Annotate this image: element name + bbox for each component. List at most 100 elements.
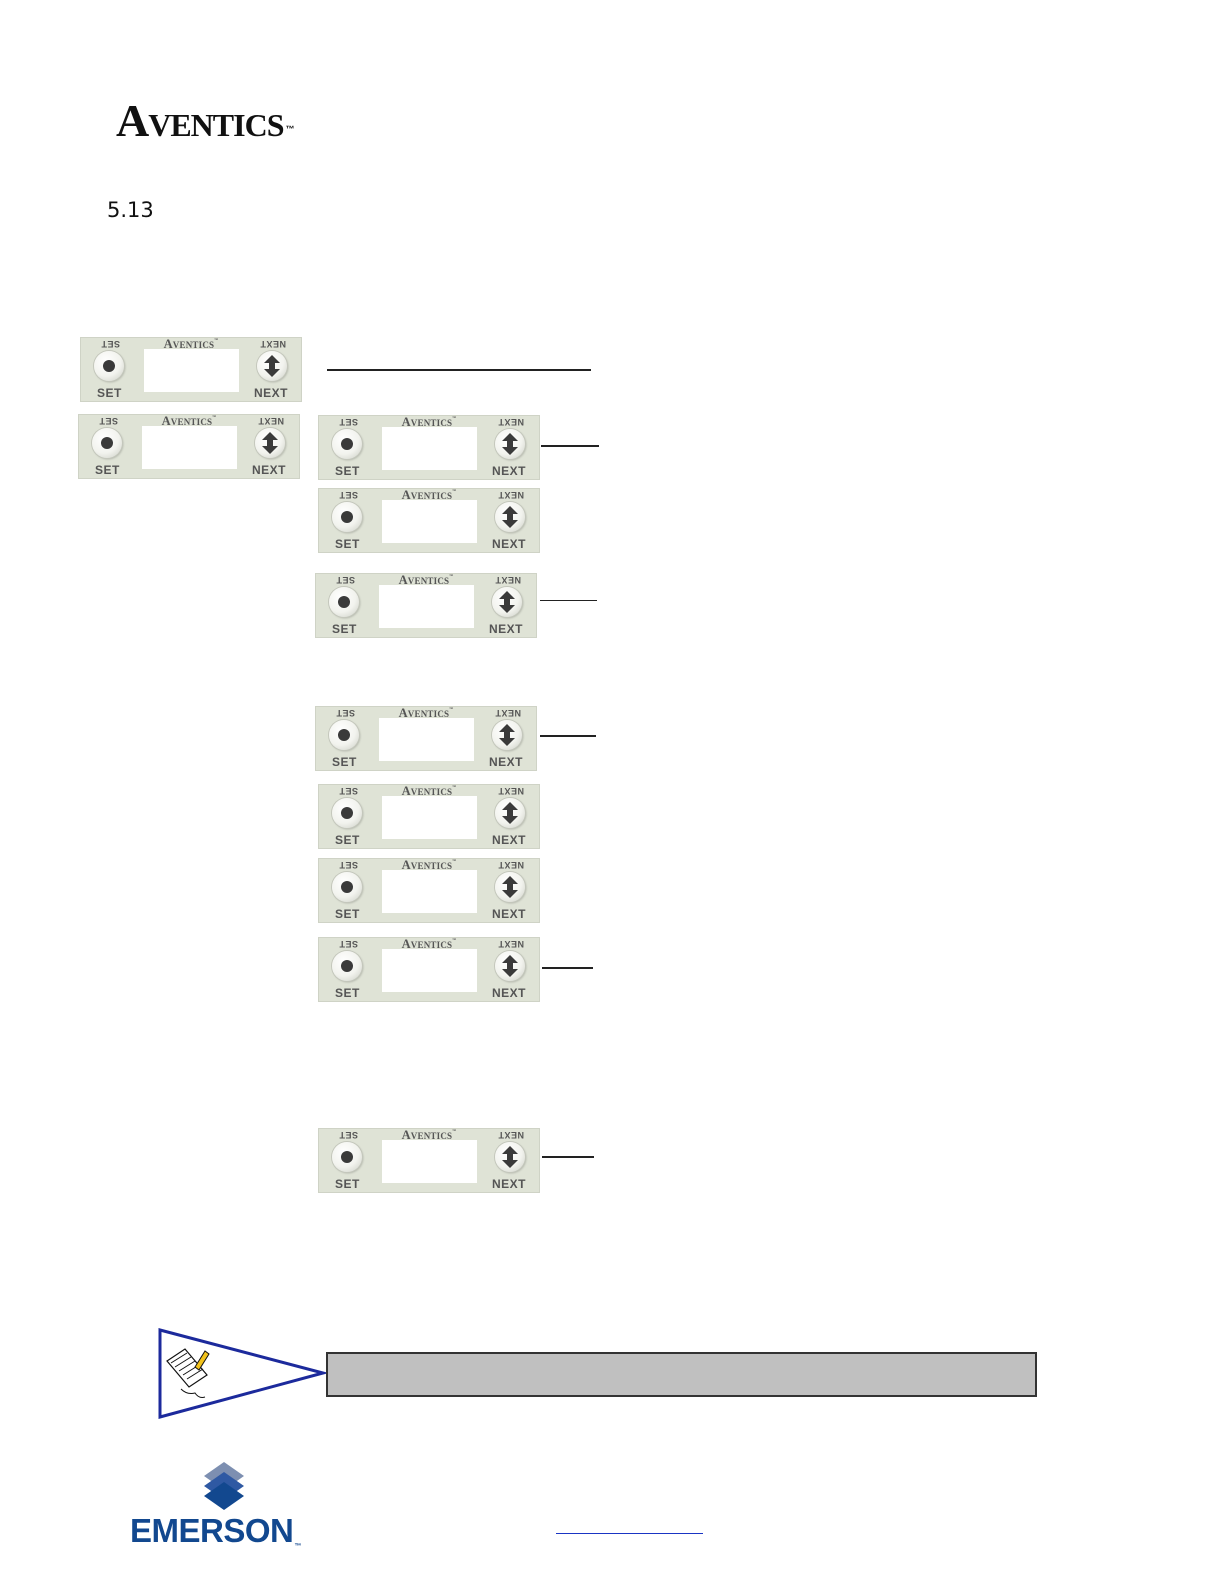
set-dot-icon bbox=[103, 360, 115, 372]
display-panel-d7: SET Aventics™ NEXT SET NEXT bbox=[318, 784, 540, 849]
panel-brand: Aventics™ bbox=[401, 1128, 457, 1142]
set-dot-icon bbox=[338, 596, 350, 608]
next-button[interactable] bbox=[257, 351, 287, 381]
emerson-emblem-icon bbox=[204, 1462, 244, 1510]
panel-brand: Aventics™ bbox=[163, 337, 219, 351]
display-screen bbox=[382, 427, 477, 470]
display-screen bbox=[382, 796, 477, 839]
next-button[interactable] bbox=[495, 951, 525, 981]
set-button[interactable] bbox=[332, 1142, 362, 1172]
next-button[interactable] bbox=[495, 502, 525, 532]
panel-brand: Aventics™ bbox=[401, 415, 457, 429]
next-label: NEXT bbox=[492, 537, 527, 551]
up-down-arrow-icon bbox=[262, 432, 278, 454]
display-panel-d5: SET Aventics™ NEXT SET NEXT bbox=[315, 573, 537, 638]
panel-brand: Aventics™ bbox=[398, 573, 454, 587]
up-down-arrow-icon bbox=[502, 876, 518, 898]
panel-brand: Aventics™ bbox=[401, 488, 457, 502]
next-label: NEXT bbox=[252, 463, 287, 477]
display-screen bbox=[382, 870, 477, 913]
up-down-arrow-icon bbox=[499, 724, 515, 746]
next-label: NEXT bbox=[492, 833, 527, 847]
next-button[interactable] bbox=[495, 429, 525, 459]
display-panel-d8: SET Aventics™ NEXT SET NEXT bbox=[318, 858, 540, 923]
next-label: NEXT bbox=[492, 907, 527, 921]
up-down-arrow-icon bbox=[499, 591, 515, 613]
set-label: SET bbox=[332, 622, 357, 636]
up-down-arrow-icon bbox=[502, 955, 518, 977]
set-button[interactable] bbox=[332, 872, 362, 902]
set-label: SET bbox=[97, 386, 122, 400]
connector-line bbox=[542, 1156, 594, 1158]
next-label-inverted: NEXT bbox=[498, 860, 525, 870]
display-screen bbox=[382, 1140, 477, 1183]
display-screen bbox=[379, 585, 474, 628]
next-button[interactable] bbox=[255, 428, 285, 458]
set-dot-icon bbox=[341, 960, 353, 972]
display-panel-d3: SET Aventics™ NEXT SET NEXT bbox=[318, 415, 540, 480]
display-panel-d2: SET Aventics™ NEXT SET NEXT bbox=[78, 414, 300, 479]
set-button[interactable] bbox=[329, 720, 359, 750]
set-dot-icon bbox=[341, 438, 353, 450]
next-button[interactable] bbox=[492, 587, 522, 617]
set-dot-icon bbox=[341, 881, 353, 893]
display-panel-d10: SET Aventics™ NEXT SET NEXT bbox=[318, 1128, 540, 1193]
next-label-inverted: NEXT bbox=[258, 416, 285, 426]
display-screen bbox=[144, 349, 239, 392]
display-panel-d6: SET Aventics™ NEXT SET NEXT bbox=[315, 706, 537, 771]
set-label: SET bbox=[335, 1177, 360, 1191]
set-button[interactable] bbox=[332, 798, 362, 828]
set-dot-icon bbox=[338, 729, 350, 741]
set-dot-icon bbox=[341, 511, 353, 523]
next-label: NEXT bbox=[492, 464, 527, 478]
set-button[interactable] bbox=[332, 951, 362, 981]
emerson-logo: EMERSON™ bbox=[124, 1460, 324, 1552]
footer-link[interactable] bbox=[556, 1533, 703, 1534]
set-button[interactable] bbox=[92, 428, 122, 458]
set-button[interactable] bbox=[332, 429, 362, 459]
connector-line bbox=[540, 735, 596, 737]
set-label: SET bbox=[335, 986, 360, 1000]
next-button[interactable] bbox=[492, 720, 522, 750]
up-down-arrow-icon bbox=[264, 355, 280, 377]
display-panel-d4: SET Aventics™ NEXT SET NEXT bbox=[318, 488, 540, 553]
next-label-inverted: NEXT bbox=[495, 708, 522, 718]
set-button[interactable] bbox=[332, 502, 362, 532]
connector-line bbox=[540, 600, 597, 601]
set-dot-icon bbox=[341, 807, 353, 819]
set-label: SET bbox=[95, 463, 120, 477]
panel-brand: Aventics™ bbox=[401, 937, 457, 951]
up-down-arrow-icon bbox=[502, 802, 518, 824]
next-label-inverted: NEXT bbox=[498, 490, 525, 500]
set-button[interactable] bbox=[94, 351, 124, 381]
display-screen bbox=[382, 949, 477, 992]
up-down-arrow-icon bbox=[502, 433, 518, 455]
set-label: SET bbox=[335, 537, 360, 551]
set-label: SET bbox=[335, 464, 360, 478]
next-button[interactable] bbox=[495, 798, 525, 828]
display-screen bbox=[379, 718, 474, 761]
connector-line bbox=[541, 445, 599, 447]
section-number: 5.13 bbox=[107, 198, 154, 222]
set-label: SET bbox=[335, 907, 360, 921]
display-screen bbox=[142, 426, 237, 469]
next-label: NEXT bbox=[492, 1177, 527, 1191]
display-panel-d9: SET Aventics™ NEXT SET NEXT bbox=[318, 937, 540, 1002]
connector-line bbox=[542, 967, 593, 969]
next-button[interactable] bbox=[495, 872, 525, 902]
next-button[interactable] bbox=[495, 1142, 525, 1172]
up-down-arrow-icon bbox=[502, 506, 518, 528]
set-button[interactable] bbox=[329, 587, 359, 617]
set-label: SET bbox=[332, 755, 357, 769]
next-label-inverted: NEXT bbox=[498, 786, 525, 796]
next-label-inverted: NEXT bbox=[498, 417, 525, 427]
next-label-inverted: NEXT bbox=[260, 339, 287, 349]
next-label: NEXT bbox=[489, 755, 524, 769]
up-down-arrow-icon bbox=[502, 1146, 518, 1168]
display-panel-d1: SET Aventics™ NEXT SET NEXT bbox=[80, 337, 302, 402]
panel-brand: Aventics™ bbox=[398, 706, 454, 720]
panel-brand: Aventics™ bbox=[161, 414, 217, 428]
next-label: NEXT bbox=[254, 386, 289, 400]
note-icon bbox=[157, 1327, 329, 1425]
